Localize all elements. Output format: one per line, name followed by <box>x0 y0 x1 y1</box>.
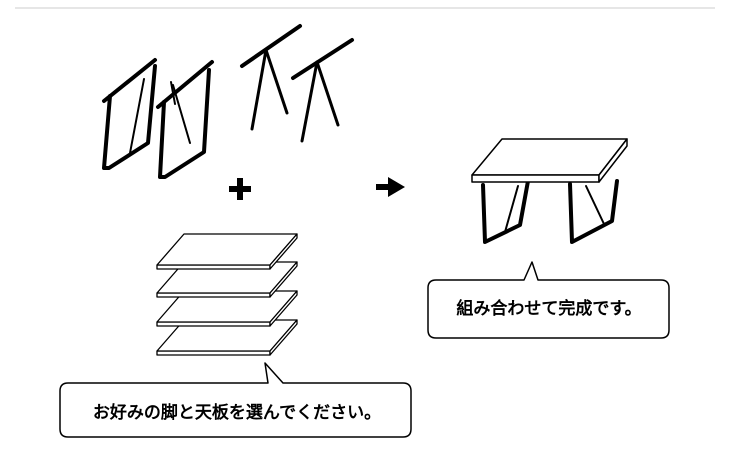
plus-icon <box>229 178 251 200</box>
tabletop-stack <box>156 233 298 356</box>
result-callout-bubble <box>427 261 670 339</box>
assembled-table <box>471 138 628 244</box>
panel-leg-left <box>102 58 157 170</box>
trestle-leg-left <box>240 24 302 131</box>
instruction-callout-bubble <box>59 362 412 438</box>
panel-leg-right <box>156 60 214 179</box>
result-callout-text: 組み合わせて完成です。 <box>456 299 642 319</box>
table-top-side-edge <box>598 138 628 183</box>
tabletop-1 <box>156 233 298 270</box>
trestle-leg-right <box>291 38 354 143</box>
arrow-right-icon <box>376 177 405 197</box>
tabletop-2 <box>156 261 298 298</box>
instruction-callout-text: お好みの脚と天板を選んでください。 <box>92 403 382 423</box>
table-top-front-edge <box>471 174 600 183</box>
tabletop-3 <box>156 290 298 327</box>
tabletop-4 <box>156 319 298 356</box>
